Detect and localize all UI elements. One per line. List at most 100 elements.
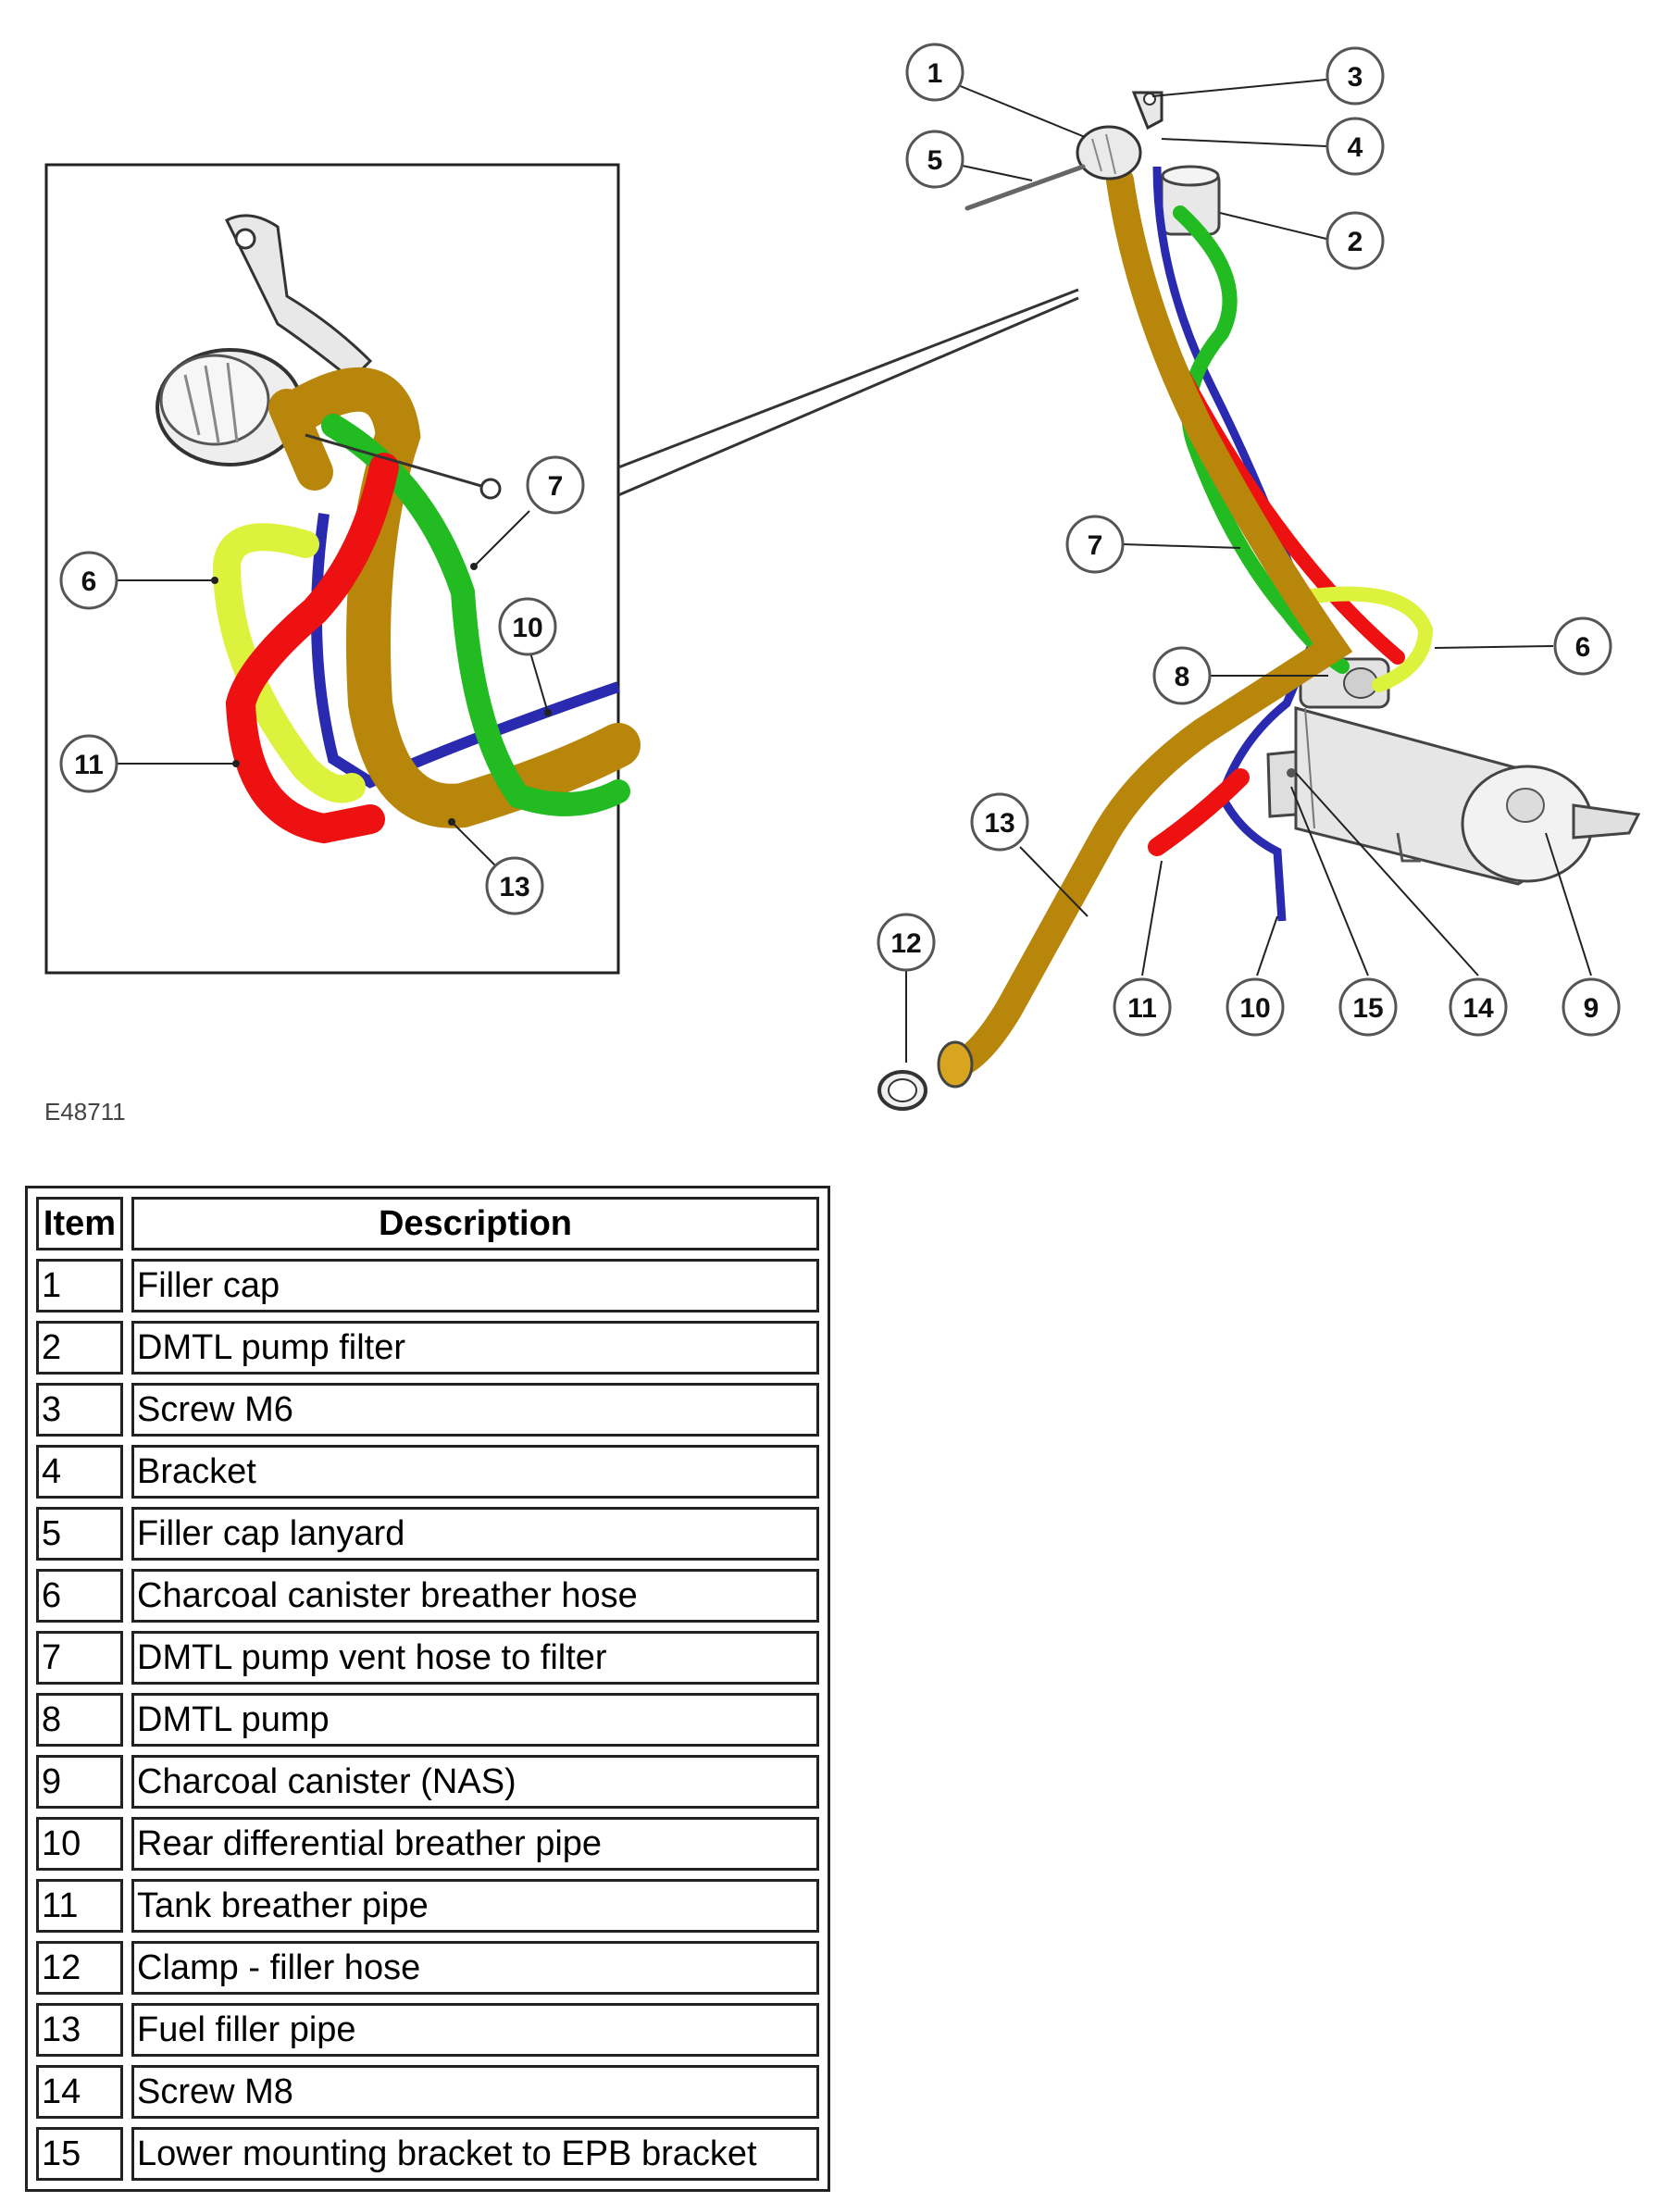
svg-text:8: 8: [1175, 662, 1190, 692]
item-description: Bracket: [131, 1445, 819, 1499]
leader-2: [1219, 212, 1327, 240]
inset-filler-pipe-neck: [268, 389, 333, 491]
callout-4: 4: [1325, 117, 1385, 176]
svg-text:6: 6: [81, 566, 97, 597]
callout-7: 7: [1065, 515, 1125, 574]
leader-3: [1151, 79, 1327, 97]
inset-lanyard-ring: [479, 478, 502, 500]
filler-hose-clamp: [877, 1070, 927, 1111]
item-number: 1: [36, 1259, 123, 1312]
svg-text:10: 10: [512, 613, 542, 643]
item-description: Clamp - filler hose: [131, 1941, 819, 1995]
item-number: 15: [36, 2127, 123, 2181]
inset-tank-breather-pipe: [225, 453, 399, 844]
svg-text:7: 7: [1088, 530, 1103, 561]
item-description: Screw M6: [131, 1383, 819, 1437]
svg-text:6: 6: [1575, 632, 1591, 663]
svg-text:14: 14: [1462, 993, 1494, 1024]
main-assembly: 1 2 3 4 5 7 6 8 13 12 11 10 15 14 9: [877, 43, 1641, 1111]
inset-leader-6-dot: [211, 577, 218, 584]
inset-breather-hose: [212, 523, 366, 803]
callout-15: 15: [1338, 977, 1398, 1037]
breather-hose: [1298, 586, 1434, 692]
svg-text:1: 1: [927, 58, 943, 89]
leader-6: [1434, 645, 1554, 649]
legend-header-description: Description: [131, 1197, 819, 1250]
legend-header-item: Item: [36, 1197, 123, 1250]
svg-text:2: 2: [1348, 227, 1363, 257]
svg-text:3: 3: [1348, 62, 1363, 93]
item-description: Screw M8: [131, 2065, 819, 2119]
item-number: 12: [36, 1941, 123, 1995]
item-description: Tank breather pipe: [131, 1879, 819, 1933]
item-number: 11: [36, 1879, 123, 1933]
item-number: 10: [36, 1817, 123, 1871]
callout-12: 12: [877, 913, 936, 972]
item-description: DMTL pump: [131, 1693, 819, 1747]
leader-4: [1161, 138, 1327, 147]
leader-11: [1141, 860, 1163, 977]
leader-5: [957, 164, 1033, 181]
callout-5: 5: [905, 130, 964, 189]
inset-detail: 7 6 10 11 13: [44, 163, 1079, 975]
inset-leader-11-dot: [232, 760, 240, 767]
item-number: 8: [36, 1693, 123, 1747]
leader-13: [1019, 846, 1089, 917]
lower-mounting-bracket: [1266, 750, 1298, 818]
item-description: Rear differential breather pipe: [131, 1817, 819, 1871]
callout-1: 1: [905, 43, 964, 102]
inset-callout-7: 7: [526, 455, 585, 515]
filler-cap-assembly: [1076, 91, 1164, 180]
item-description: DMTL pump filter: [131, 1321, 819, 1375]
tank-breather-pipe-lower: [1148, 768, 1250, 856]
svg-text:9: 9: [1584, 993, 1599, 1024]
inset-callout-10: 10: [498, 597, 557, 656]
callout-9: 9: [1562, 977, 1621, 1037]
svg-text:13: 13: [984, 808, 1014, 839]
callout-2: 2: [1325, 211, 1385, 270]
leader-15: [1290, 786, 1369, 977]
item-description: Charcoal canister breather hose: [131, 1569, 819, 1623]
inset-lanyard: [305, 433, 482, 488]
inset-callout-6: 6: [59, 551, 118, 610]
item-description: Fuel filler pipe: [131, 2003, 819, 2057]
svg-text:5: 5: [927, 145, 943, 176]
inset-filler-cap: [156, 348, 304, 467]
legend-header-row: Item Description: [36, 1197, 819, 1250]
leader-7: [1122, 543, 1241, 549]
inset-leader-7-dot: [470, 563, 478, 570]
svg-text:13: 13: [499, 872, 529, 902]
item-description: Charcoal canister (NAS): [131, 1755, 819, 1809]
filler-cap-lanyard: [964, 164, 1086, 211]
inset-callout-13: 13: [485, 856, 544, 915]
callout-10: 10: [1226, 977, 1285, 1037]
callout-13: 13: [970, 792, 1029, 852]
leader-14: [1295, 772, 1479, 977]
inset-leader-13: [451, 821, 501, 871]
inset-leader-7: [473, 510, 530, 567]
svg-text:7: 7: [548, 471, 564, 502]
leader-1: [957, 84, 1086, 138]
item-description: Filler cap: [131, 1259, 819, 1312]
leader-10: [1256, 915, 1278, 977]
item-description: DMTL pump vent hose to filter: [131, 1631, 819, 1685]
leader-9: [1545, 832, 1592, 977]
fuel-filler-pipe: [944, 167, 1353, 1078]
item-number: 7: [36, 1631, 123, 1685]
svg-text:15: 15: [1352, 993, 1383, 1024]
svg-text:12: 12: [890, 928, 921, 959]
item-number: 4: [36, 1445, 123, 1499]
item-number: 5: [36, 1507, 123, 1561]
